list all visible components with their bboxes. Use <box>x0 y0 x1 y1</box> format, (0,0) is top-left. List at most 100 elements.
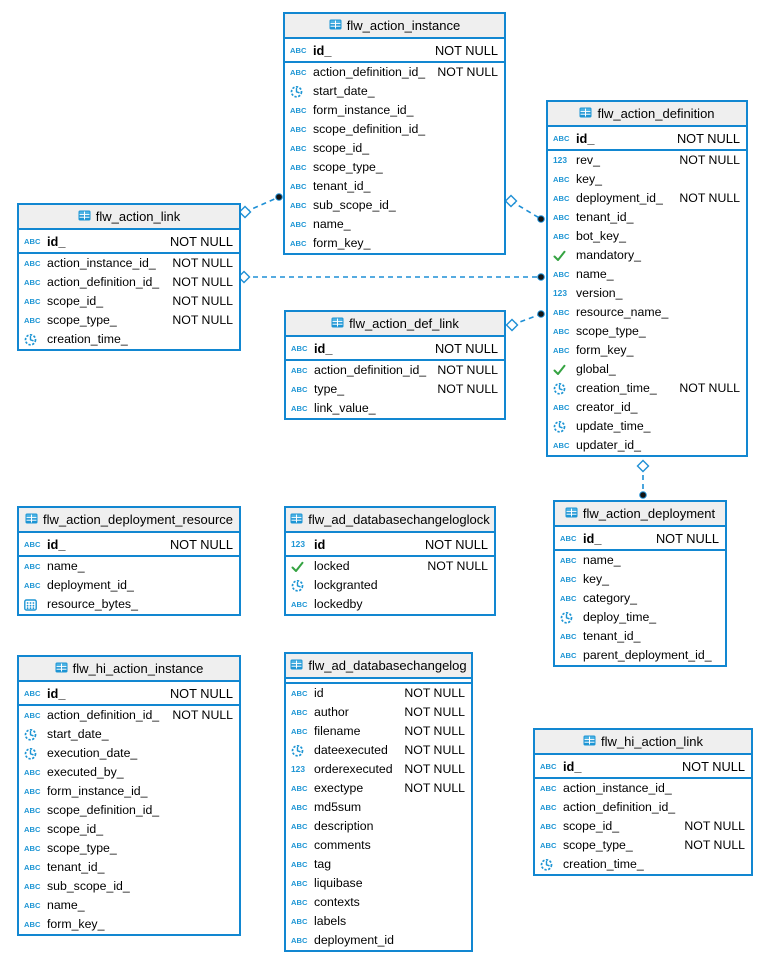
column-row-creation_time_[interactable]: creation_time_NOT NULL <box>548 379 746 398</box>
entity-header[interactable]: flw_action_link <box>19 205 239 230</box>
column-row-creation_time_[interactable]: creation_time_ <box>19 330 239 349</box>
column-row-global_[interactable]: global_ <box>548 360 746 379</box>
entity-header[interactable]: flw_ad_databasechangeloglock <box>286 508 494 533</box>
entity-header[interactable]: flw_action_definition <box>548 102 746 127</box>
entity-header[interactable]: flw_action_def_link <box>286 312 504 337</box>
column-row-execution_date_[interactable]: execution_date_ <box>19 744 239 763</box>
entity-header[interactable]: flw_action_instance <box>285 14 504 39</box>
column-row-mandatory_[interactable]: mandatory_ <box>548 246 746 265</box>
column-row-start_date_[interactable]: start_date_ <box>19 725 239 744</box>
relation-flw_action_link-to-flw_action_instance[interactable] <box>244 196 280 213</box>
column-row-creation_time_[interactable]: creation_time_ <box>535 855 751 874</box>
column-row-deploy_time_[interactable]: deploy_time_ <box>555 608 725 627</box>
column-row-resource_bytes_[interactable]: resource_bytes_ <box>19 595 239 614</box>
entity-header[interactable]: flw_action_deployment_resource <box>19 508 239 533</box>
relation-flw_action_instance-to-flw_action_definition[interactable] <box>510 200 542 220</box>
column-row-start_date_[interactable]: start_date_ <box>285 82 504 101</box>
entity-header[interactable]: flw_ad_databasechangelog <box>286 654 471 679</box>
entity-header[interactable]: flw_action_deployment <box>555 502 725 527</box>
column-row-update_time_[interactable]: update_time_ <box>548 417 746 436</box>
entity-header[interactable]: flw_hi_action_instance <box>19 657 239 682</box>
